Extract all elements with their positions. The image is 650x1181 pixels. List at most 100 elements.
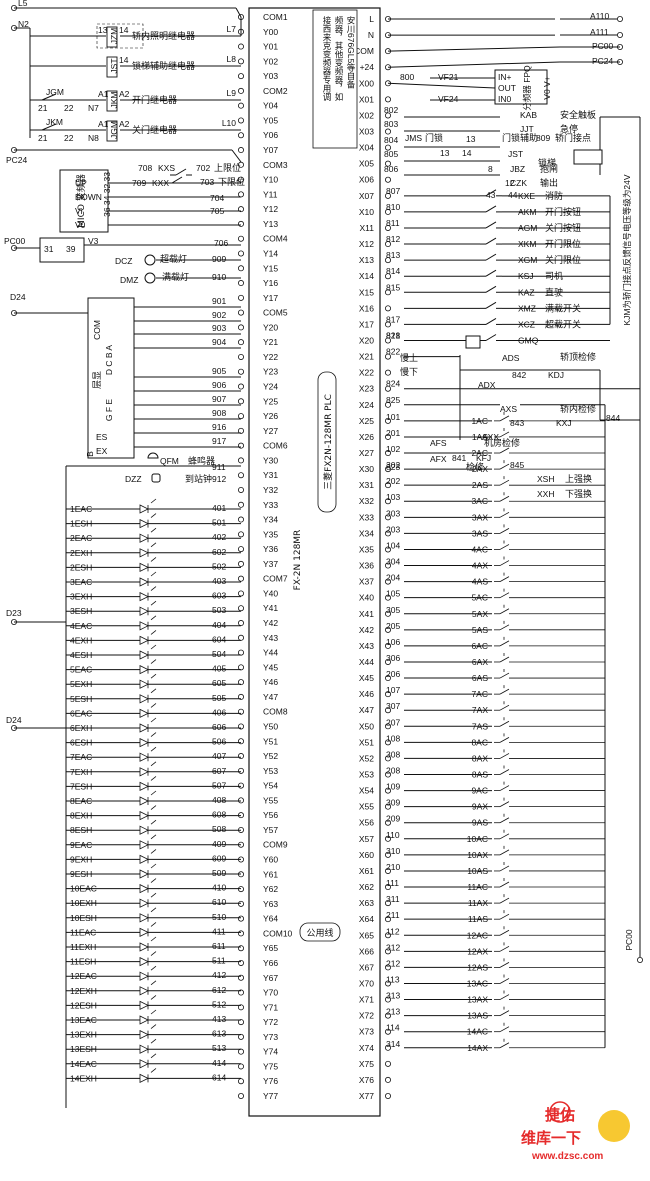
led-triangle xyxy=(139,635,149,646)
call-wire-108: 108 xyxy=(386,733,400,743)
insp-841: 841 xyxy=(452,453,466,463)
plc-left-pin-y55: Y55 xyxy=(263,795,278,805)
plc-left-terminal xyxy=(237,634,244,641)
plc-right-terminal xyxy=(384,1060,391,1067)
led-triangle xyxy=(139,781,149,792)
plc-right-pin-x72: X72 xyxy=(359,1011,374,1021)
led-triangle xyxy=(139,533,149,543)
plc-left-pin-y14: Y14 xyxy=(263,248,278,258)
terminal-a111 xyxy=(617,32,624,39)
plc-right-terminal xyxy=(384,803,391,810)
hall-led-wire-410: 410 xyxy=(212,883,226,893)
plc-left-terminal xyxy=(237,250,244,257)
led-ray xyxy=(150,527,157,533)
plc-right-pin-x53: X53 xyxy=(359,770,374,780)
disp-dcba: D C B A xyxy=(104,345,114,376)
led-ray xyxy=(150,615,157,621)
hall-led-12esh xyxy=(139,995,157,1011)
hall-led-8eac xyxy=(139,790,157,806)
plc-left-terminal xyxy=(237,220,244,227)
inv-vi: Vi xyxy=(75,206,83,216)
plc-left-pin-y32: Y32 xyxy=(263,485,278,495)
hall-led-wire-612: 612 xyxy=(212,985,226,995)
contact-blade xyxy=(485,205,497,213)
call-button-12ax xyxy=(494,942,605,952)
coil-kjm xyxy=(573,149,603,165)
plc-right-pin-x31: X31 xyxy=(359,480,374,490)
terminal-pc00-side xyxy=(637,957,644,964)
call-wire-314: 314 xyxy=(386,1039,400,1049)
led-triangle xyxy=(139,737,149,748)
led-triangle xyxy=(139,986,149,996)
plc-right-terminal xyxy=(384,932,391,939)
plc-right-terminal xyxy=(384,144,391,151)
wire-800: 800 xyxy=(400,72,414,82)
insp-kfj: KFJ xyxy=(476,453,491,463)
jzm-dashed-box xyxy=(96,23,144,49)
relay-coil-jkm xyxy=(106,90,118,112)
label-vf21: VF21 xyxy=(438,72,459,82)
plc-right-pin-x63: X63 xyxy=(359,898,374,908)
plc-right-terminal xyxy=(384,626,391,633)
plc-left-terminal xyxy=(237,176,244,183)
call-wire-109: 109 xyxy=(386,782,400,792)
plc-left-pin-y46: Y46 xyxy=(263,677,278,687)
hall-led-10esh xyxy=(139,907,157,923)
lamp-label-over: 超载灯 xyxy=(160,253,187,265)
plc-right-terminal xyxy=(384,578,391,585)
plc-left-pin-y12: Y12 xyxy=(263,204,278,214)
led-ray xyxy=(150,688,157,694)
plc-right-terminal xyxy=(384,900,391,907)
plc-left-terminal xyxy=(237,693,244,700)
input-wire-813: 813 xyxy=(386,250,400,260)
hall-led-wire-602: 602 xyxy=(212,547,226,557)
btn-blade xyxy=(499,463,510,470)
safety-44: 44 xyxy=(508,190,518,200)
relay-wire-l9: L9 xyxy=(227,88,237,98)
led-triangle xyxy=(139,562,149,573)
input-wire-811: 811 xyxy=(386,218,400,228)
disp-title: 层显 xyxy=(92,371,103,389)
label-pc00: PC00 xyxy=(4,236,26,246)
plc-left-terminal xyxy=(237,575,244,582)
plc-left-terminal xyxy=(237,679,244,686)
hall-led-wire-402: 402 xyxy=(212,532,226,542)
safety-jst: JST xyxy=(508,149,523,159)
hall-led-wire-610: 610 xyxy=(212,897,226,907)
plc-right-pin-x67: X67 xyxy=(359,962,374,972)
call-button-5ax xyxy=(494,604,605,615)
plc-left-pin-y74: Y74 xyxy=(263,1047,278,1057)
plc-right-terminal xyxy=(384,948,391,955)
call-wire-114: 114 xyxy=(386,1023,400,1033)
disp-wire-905: 905 xyxy=(212,366,226,376)
led-ray xyxy=(150,498,157,504)
btn-blade xyxy=(499,624,510,631)
btn-blade xyxy=(499,881,510,888)
btn-blade xyxy=(499,608,510,615)
force-xsh-label: 上强换 xyxy=(565,473,592,485)
call-wire-203: 203 xyxy=(386,524,400,534)
hall-led-6eac xyxy=(139,703,157,719)
lamp-910: 910 xyxy=(212,272,226,282)
call-wire-211: 211 xyxy=(386,910,400,920)
plc-right-pin-x35: X35 xyxy=(359,544,374,554)
plc-left-pin-y16: Y16 xyxy=(263,278,278,288)
insp-ads: ADS xyxy=(502,353,520,363)
call-wire-305: 305 xyxy=(386,605,400,615)
plc-left-pin-y07: Y07 xyxy=(263,145,278,155)
led-ray xyxy=(150,980,157,986)
led-triangle xyxy=(139,577,149,587)
plc-right-terminal xyxy=(384,787,391,794)
btn-blade xyxy=(499,1042,510,1049)
plc-right-terminal xyxy=(384,675,391,682)
hall-led-7exh xyxy=(139,761,157,777)
contact-blade xyxy=(485,317,497,325)
led-ray xyxy=(150,834,157,840)
hall-led-wire-409: 409 xyxy=(212,839,226,849)
label-a111: A111 xyxy=(590,27,609,37)
plc-right-terminal xyxy=(384,1028,391,1035)
hall-led-2exh xyxy=(139,542,157,558)
btn-blade xyxy=(499,544,510,550)
btn-blade xyxy=(499,1010,510,1016)
plc-right-pin-x62: X62 xyxy=(359,882,374,892)
